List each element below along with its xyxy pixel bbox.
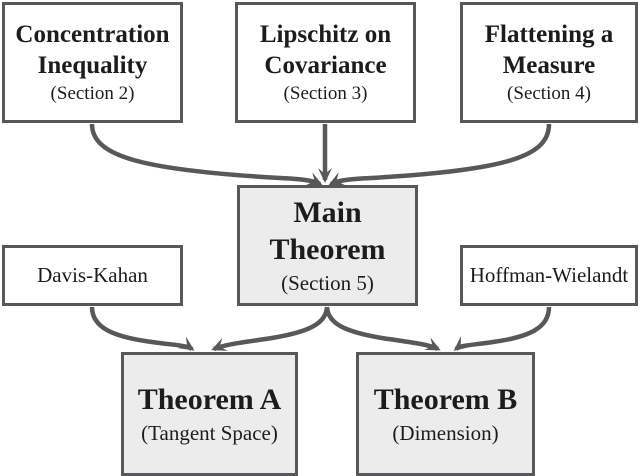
node-title: Flattening a Measure [484, 21, 614, 79]
arrow-main-to-theorem-a [211, 306, 330, 352]
node-theorem-b: Theorem B (Dimension) [356, 352, 535, 476]
node-flattening-a-measure: Flattening a Measure (Section 4) [460, 2, 638, 123]
node-theorem-a: Theorem A (Tangent Space) [121, 352, 298, 476]
node-subtitle: (Section 2) [50, 83, 135, 104]
node-davis-kahan: Davis-Kahan [2, 245, 183, 306]
node-hoffman-wielandt: Hoffman-Wielandt [460, 245, 638, 306]
node-subtitle: (Section 3) [283, 83, 368, 104]
arrow-main-to-theorem-b [324, 306, 441, 352]
node-title: Main Theorem [269, 196, 386, 266]
node-subtitle: (Dimension) [392, 420, 499, 445]
node-title: Concentration Inequality [15, 21, 170, 79]
node-title: Theorem A [137, 383, 282, 417]
arrow-hoffman-wielandt-to-theorem-b [453, 306, 552, 351]
node-concentration-inequality: Concentration Inequality (Section 2) [2, 2, 183, 123]
node-subtitle: (Tangent Space) [141, 420, 278, 445]
node-title: Lipschitz on Covariance [259, 21, 392, 79]
arrow-concentration-to-main [89, 123, 323, 187]
node-subtitle: (Section 4) [507, 83, 591, 104]
node-main-theorem: Main Theorem (Section 5) [237, 185, 418, 306]
arrow-davis-kahan-to-theorem-a [89, 306, 195, 351]
node-title: Theorem B [373, 383, 518, 417]
node-title: Davis-Kahan [37, 262, 148, 287]
arrow-flattening-to-main [328, 123, 552, 187]
node-lipschitz-on-covariance: Lipschitz on Covariance (Section 3) [235, 2, 416, 123]
node-title: Hoffman-Wielandt [469, 262, 629, 287]
node-subtitle: (Section 5) [281, 270, 374, 295]
